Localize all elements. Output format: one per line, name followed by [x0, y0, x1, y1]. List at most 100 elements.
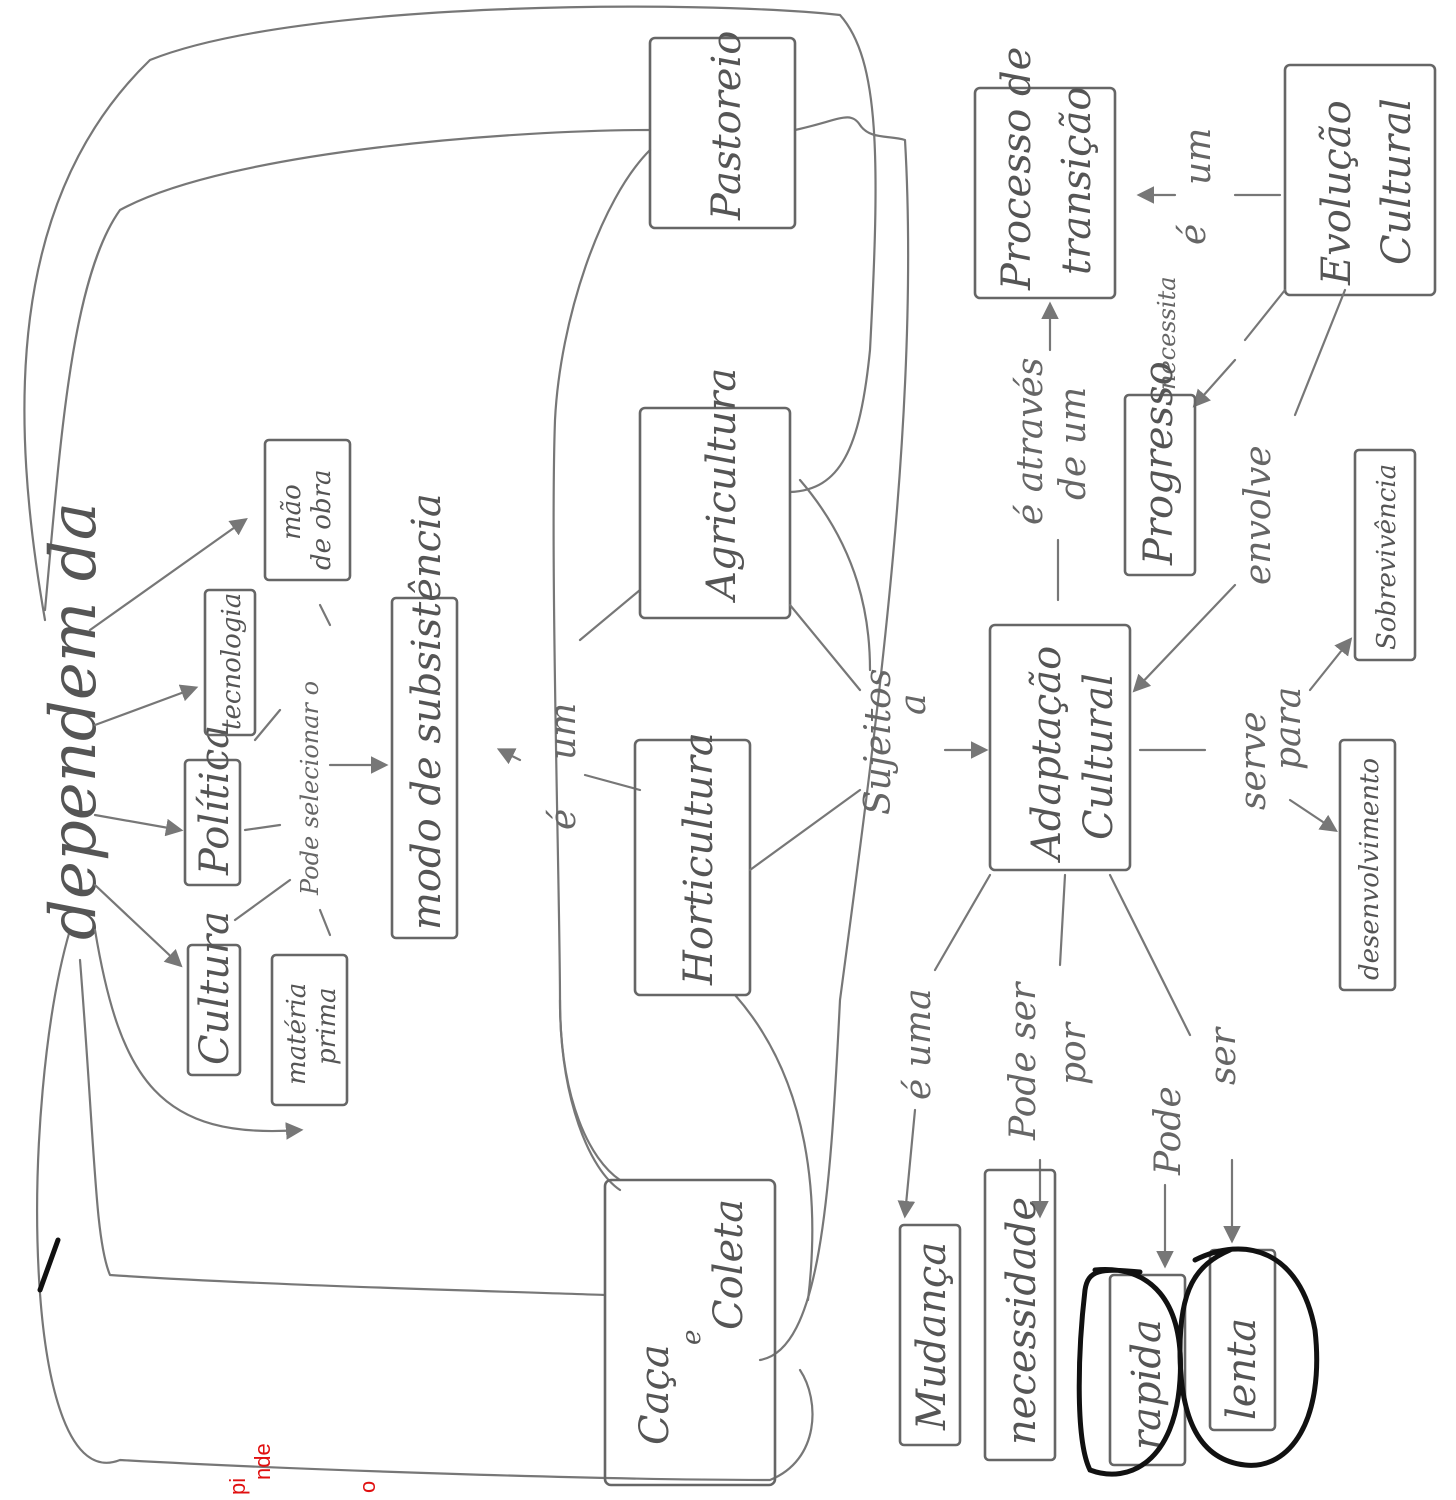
link-atraves: é através: [1010, 358, 1051, 525]
concept-box-desenvolvimento: [1338, 738, 1397, 992]
arrow: [93, 813, 184, 837]
concept-box-pastoreio: [648, 36, 797, 230]
concept-politica: Política: [192, 725, 238, 876]
circle-annotation: [1177, 1246, 1320, 1468]
link-pode-ser: Pode: [1148, 1086, 1189, 1176]
link-atraves: de um: [1053, 387, 1094, 500]
concept-rapida: rapida: [1124, 1319, 1170, 1450]
concept-box-politica: [183, 758, 242, 887]
link-pode-ser-por: Pode ser: [1003, 981, 1044, 1141]
concept-lenta: lenta: [1219, 1318, 1265, 1420]
arrow: [1288, 798, 1338, 832]
concept-box-modo-de-subsistencia: [390, 596, 459, 940]
link-sujeitos: a: [893, 694, 934, 715]
concept-caca-e-coleta: e: [677, 1330, 707, 1345]
outer-loop-line: [36, 928, 814, 1482]
link-sujeitos: Sujeitos: [858, 669, 899, 815]
concept-box-necessidade: [983, 1168, 1057, 1462]
concept-cultura: Cultura: [192, 911, 238, 1065]
link-e-um-right: um: [1178, 128, 1219, 185]
concept-agricultura: Agricultura: [699, 368, 745, 604]
concept-caca-e-coleta: Coleta: [706, 1199, 752, 1330]
footer-fragment: o: [355, 1481, 380, 1493]
concept-processo-de-transicao: transição: [1054, 87, 1100, 275]
concept-sobrevivencia: Sobrevivência: [1372, 464, 1402, 650]
connector: [578, 588, 642, 642]
concept-mao-de-obra: mão: [277, 484, 307, 540]
connector: [1108, 873, 1192, 1037]
cross-line: [758, 116, 910, 1362]
outer-loop-line: [43, 128, 652, 612]
concept-processo-de-transicao: Processo de: [994, 47, 1040, 291]
concept-caca-e-coleta: Caça: [632, 1344, 678, 1445]
connector: [788, 603, 862, 692]
concept-box-mudanca: [898, 1223, 962, 1447]
concept-box-rapida: [1108, 1273, 1187, 1467]
pen-stroke-annotation: [37, 1237, 61, 1293]
concept-dependem-da: dependem da: [37, 502, 111, 940]
concept-box-agricultura: [638, 406, 792, 620]
concept-box-evolucao-cultural: [1283, 63, 1437, 297]
concept-necessidade: necessidade: [999, 1197, 1045, 1445]
concept-mao-de-obra: de obra: [307, 469, 337, 570]
link-necessita: necessita: [1153, 276, 1181, 390]
arrow: [1308, 637, 1353, 692]
concept-box-progresso: [1123, 393, 1197, 577]
outer-loop-line: [78, 958, 607, 1297]
connector: [233, 878, 292, 922]
concept-mudanca: Mudança: [909, 1242, 955, 1431]
connector: [1243, 288, 1287, 342]
concept-box-cultura: [186, 943, 242, 1077]
link-pode-selecionar: Pode selecionar o: [296, 681, 324, 896]
concept-evolucao-cultural: Evolução: [1314, 100, 1360, 286]
link-e-um: um: [543, 703, 584, 760]
concept-desenvolvimento: desenvolvimento: [1355, 758, 1385, 980]
connector: [1293, 288, 1347, 417]
arrow: [93, 928, 304, 1140]
outer-loop-line: [23, 5, 877, 622]
arrow: [897, 1108, 917, 1219]
concept-tecnologia: tecnologia: [217, 593, 247, 730]
connector: [318, 908, 332, 937]
concept-box-materia-prima: [270, 953, 349, 1107]
arrow: [1192, 358, 1237, 408]
link-pode-ser: ser: [1203, 1026, 1244, 1085]
concept-box-mao-de-obra: [263, 438, 352, 582]
link-serve-para: para: [1268, 687, 1309, 770]
link-e-uma: é uma: [898, 988, 939, 1100]
connector: [933, 873, 992, 972]
link-e-um: é: [543, 809, 584, 830]
connector: [318, 603, 332, 627]
connector: [243, 823, 282, 832]
concept-box-sobrevivencia: [1353, 448, 1417, 662]
link-envolve: envolve: [1238, 445, 1279, 585]
arrow: [88, 517, 248, 632]
concept-box-horticultura: [633, 738, 752, 997]
arrow: [93, 883, 183, 968]
footer-fragment: pi: [225, 1478, 250, 1495]
concept-box-tecnologia: [203, 588, 257, 737]
concept-modo-de-subsistencia: modo de subsistência: [404, 493, 450, 930]
concept-box-caca-e-coleta: [603, 1178, 777, 1487]
concept-box-processo-de-transicao: [973, 86, 1117, 300]
connector: [583, 773, 642, 792]
link-pode-ser-por: por: [1053, 1021, 1094, 1085]
connector: [253, 708, 282, 742]
arrow: [496, 748, 522, 765]
circle-annotation: [1076, 1267, 1183, 1477]
connector: [798, 478, 872, 672]
link-serve-para: serve: [1233, 711, 1274, 810]
concept-materia-prima: matéria: [282, 983, 312, 1085]
concept-pastoreio: Pastoreio: [704, 31, 750, 221]
arrow: [93, 684, 199, 727]
link-e-um-right: é: [1173, 224, 1214, 245]
connector: [558, 998, 622, 1192]
concept-box-adaptacao-cultural: [988, 623, 1132, 872]
concept-adaptacao-cultural: Cultural: [1076, 673, 1122, 840]
cross-line: [733, 993, 814, 1302]
concept-progresso: Progresso: [1136, 361, 1182, 566]
cross-line: [552, 148, 652, 1182]
connector: [748, 788, 862, 872]
